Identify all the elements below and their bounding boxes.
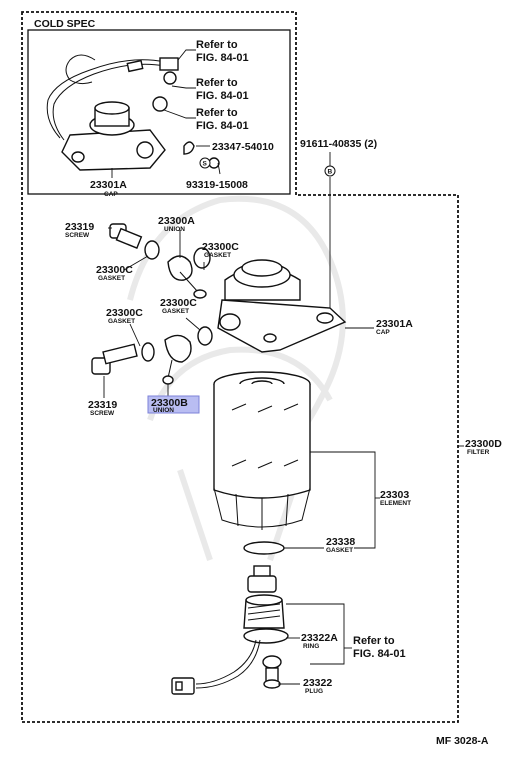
ref2-line1: Refer to — [196, 77, 238, 89]
gasket-e-number: 23338 — [326, 536, 355, 548]
ref4-line1: Refer to — [353, 635, 395, 647]
element-name: ELEMENT — [380, 500, 411, 507]
inset-cap-name: CAP — [104, 191, 118, 198]
union-b-name: UNION — [153, 407, 174, 414]
gasket-c4-name: GASKET — [162, 308, 189, 315]
diagram-code: MF 3028-A — [436, 735, 489, 747]
filter-label: 23300D FILTER — [458, 438, 502, 456]
cold-spec-title: COLD SPEC — [34, 18, 96, 30]
screw-bot-name: SCREW — [90, 410, 115, 417]
gasket-c3-number: 23300C — [106, 307, 143, 319]
part-23347: 23347-54010 — [212, 141, 274, 153]
drain-plug-assembly: 23322A RING 23322 PLUG Refer to FIG. 84-… — [171, 565, 406, 695]
gasket-c2-name: GASKET — [204, 252, 231, 259]
ref3-line1: Refer to — [196, 107, 238, 119]
ref1-line1: Refer to — [196, 39, 238, 51]
assembly-boundary — [21, 11, 459, 723]
element-number: 23303 — [380, 489, 409, 501]
screw-bot-number: 23319 — [88, 399, 117, 411]
s-symbol-circle — [199, 157, 211, 169]
cold-spec-inset: COLD SPEC Refer to FIG. 84-01 Refer to F… — [27, 18, 291, 198]
union-a-number: 23300A — [158, 215, 195, 227]
part-93319: 93319-15008 — [186, 179, 248, 191]
gasket-e-name: GASKET — [326, 547, 353, 554]
bolt-symbol: B — [328, 169, 333, 176]
filter-cap: 23301A CAP — [217, 259, 413, 353]
upper-fittings: 23319 SCREW 23300A UNION 23300C GASKET 2… — [65, 215, 239, 299]
plug-name: PLUG — [305, 688, 323, 695]
ref4-line2: FIG. 84-01 — [353, 648, 406, 660]
s-symbol: S — [203, 161, 208, 168]
union-b-highlight — [147, 395, 200, 414]
gasket-c2-number: 23300C — [202, 241, 239, 253]
plug-number: 23322 — [303, 677, 332, 689]
lower-fittings: 23300C GASKET 23300C GASKET 23319 SCREW … — [88, 297, 213, 417]
union-a-name: UNION — [164, 226, 185, 233]
gasket-c4-number: 23300C — [160, 297, 197, 309]
bolt-91611: 91611-40835 (2) B — [300, 138, 377, 310]
bolt-number: 91611-40835 (2) — [300, 138, 377, 150]
ref3-line2: FIG. 84-01 — [196, 120, 249, 132]
ref1-line2: FIG. 84-01 — [196, 52, 249, 64]
screw-top-number: 23319 — [65, 221, 94, 233]
gasket-c1-name: GASKET — [98, 275, 125, 282]
ring-number: 23322A — [301, 632, 338, 644]
filter-number: 23300D — [465, 438, 502, 450]
ring-name: RING — [303, 643, 319, 650]
cap-name: CAP — [376, 329, 390, 336]
gasket-c3-name: GASKET — [108, 318, 135, 325]
screw-top-name: SCREW — [65, 232, 90, 239]
inset-cap-number: 23301A — [90, 179, 127, 191]
gasket-c1-number: 23300C — [96, 264, 133, 276]
ref2-line2: FIG. 84-01 — [196, 90, 249, 102]
filter-element: 23303 ELEMENT 23338 GASKET — [213, 371, 411, 555]
filter-name: FILTER — [467, 449, 490, 456]
union-b-number: 23300B — [151, 397, 188, 409]
cap-number: 23301A — [376, 318, 413, 330]
